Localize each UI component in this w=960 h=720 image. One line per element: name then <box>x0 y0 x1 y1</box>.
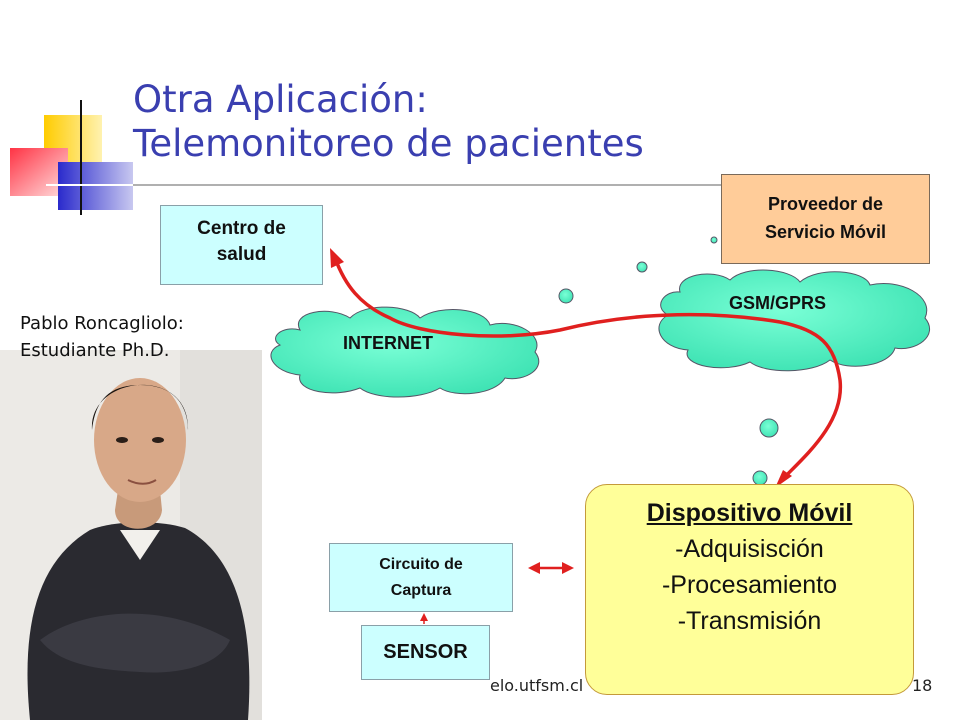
data-flow-arrow <box>333 257 843 484</box>
circuito-captura-box: Circuito de Captura <box>329 543 513 612</box>
proveedor-line-1: Proveedor de <box>767 194 884 214</box>
centro-line-2: salud <box>216 244 267 265</box>
sensor-box: SENSOR <box>361 625 490 680</box>
footer-url: elo.utfsm.cl <box>490 676 584 695</box>
dispositivo-title: Dispositivo Móvil <box>646 499 853 527</box>
author-caption: Pablo Roncagliolo: Estudiante Ph.D. <box>20 310 184 364</box>
page-number: 18 <box>912 676 933 695</box>
signal-bubbles <box>558 236 779 486</box>
author-line-1: Pablo Roncagliolo: <box>20 313 184 334</box>
circuito-line-2: Captura <box>390 582 452 599</box>
slide-title: Otra Aplicación: Telemonitoreo de pacien… <box>133 78 753 166</box>
double-arrow <box>528 562 574 574</box>
gsm-cloud <box>658 269 931 372</box>
arrow-head-dispositivo <box>775 470 792 488</box>
dispositivo-item-1: -Adquisisción <box>675 535 824 563</box>
dispositivo-item-2: -Procesamiento <box>661 571 838 599</box>
centro-line-1: Centro de <box>197 218 286 239</box>
dispositivo-item-3: -Transmisión <box>677 607 822 635</box>
arrow-head-centro <box>330 248 344 268</box>
sensor-arrow <box>420 613 428 624</box>
internet-cloud <box>270 306 540 398</box>
dispositivo-movil-box: Dispositivo Móvil -Adquisisción -Procesa… <box>585 484 914 695</box>
gsm-label: GSM/GPRS <box>729 293 827 313</box>
proveedor-line-2: Servicio Móvil <box>764 222 887 242</box>
logo-squares <box>10 100 135 215</box>
author-line-2: Estudiante Ph.D. <box>20 340 170 361</box>
title-line-1: Otra Aplicación: <box>133 78 428 121</box>
proveedor-box: Proveedor de Servicio Móvil <box>721 174 930 264</box>
portrait-photo <box>0 350 262 720</box>
centro-de-salud-box: Centro de salud <box>160 205 323 285</box>
circuito-line-1: Circuito de <box>379 556 463 573</box>
title-line-2: Telemonitoreo de pacientes <box>133 122 644 165</box>
internet-label: INTERNET <box>343 333 433 353</box>
